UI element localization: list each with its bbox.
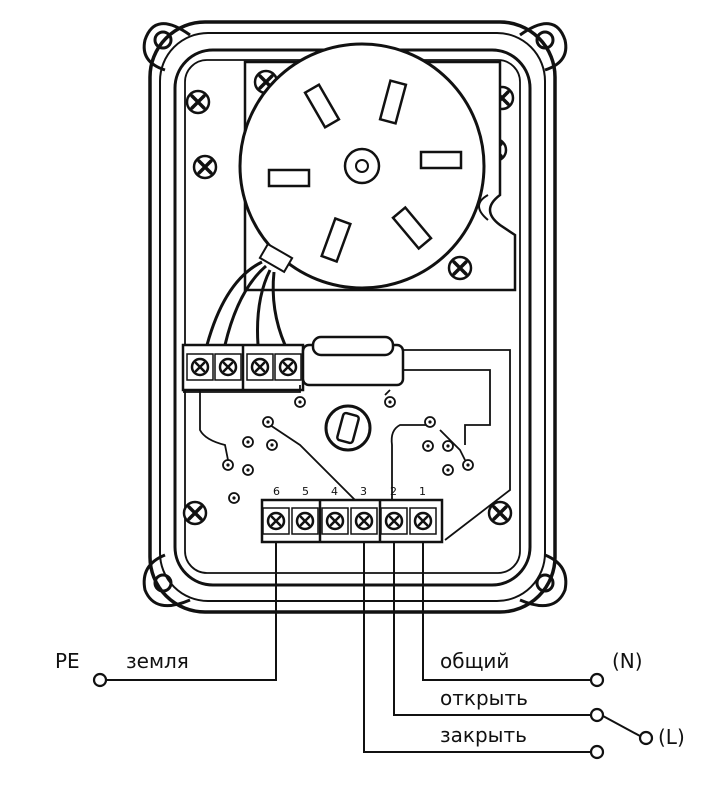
limit-switch-icon xyxy=(324,404,372,452)
screw-icon xyxy=(487,500,513,526)
housing-outer xyxy=(148,20,557,614)
mounting-ear-bottom-left xyxy=(142,553,191,608)
screw-icon xyxy=(185,89,211,115)
terminal-screw-icon xyxy=(273,352,303,382)
terminal-screw-icon xyxy=(290,506,320,536)
label-neutral: (N) xyxy=(612,649,643,673)
wire-common xyxy=(422,542,590,681)
terminal-number-1: 1 xyxy=(419,485,426,498)
solder-pad-icon xyxy=(228,492,240,504)
wire-open xyxy=(393,542,590,716)
mounting-ear-top-right xyxy=(519,22,568,72)
wire-close xyxy=(363,542,590,753)
screw-icon xyxy=(447,255,473,281)
solder-pad-icon xyxy=(222,459,234,471)
open-terminal-icon xyxy=(589,707,605,723)
solder-pad-icon xyxy=(442,464,454,476)
mounting-ear-bottom-right xyxy=(519,553,568,608)
pcb-components xyxy=(222,396,474,504)
label-common: общий xyxy=(440,649,509,673)
solder-pad-icon xyxy=(424,416,436,428)
pe-terminal-icon xyxy=(92,672,108,688)
n-terminal-icon xyxy=(589,672,605,688)
solder-pad-icon xyxy=(462,459,474,471)
terminal-screw-icon xyxy=(408,506,438,536)
l-terminal-icon xyxy=(638,730,654,746)
motor-wires xyxy=(205,260,287,346)
solder-pad-icon xyxy=(262,416,274,428)
solder-pad-icon xyxy=(442,440,454,452)
solder-pad-icon xyxy=(266,439,278,451)
external-wiring xyxy=(107,542,641,753)
terminal-numbers: 6 5 4 3 2 1 xyxy=(273,485,426,498)
terminal-number-4: 4 xyxy=(331,485,338,498)
label-pe: PE xyxy=(55,649,80,673)
terminal-screw-icon xyxy=(261,506,291,536)
screw-icon xyxy=(192,154,218,180)
terminal-screw-icon xyxy=(379,506,409,536)
solder-pad-icon xyxy=(422,440,434,452)
motor-terminal-block xyxy=(181,343,305,392)
close-terminal-icon xyxy=(589,744,605,760)
solder-pad-icon xyxy=(384,396,396,408)
terminal-screw-icon xyxy=(185,352,215,382)
wire-earth xyxy=(107,542,277,681)
terminal-number-3: 3 xyxy=(360,485,367,498)
terminal-screw-icon xyxy=(245,352,275,382)
screw-icon xyxy=(182,500,208,526)
pcb-traces xyxy=(183,349,511,541)
terminal-number-5: 5 xyxy=(302,485,309,498)
housing-mid xyxy=(159,32,546,602)
terminal-screw-icon xyxy=(349,506,379,536)
label-live: (L) xyxy=(658,725,685,749)
terminal-number-6: 6 xyxy=(273,485,280,498)
label-earth: земля xyxy=(126,649,189,673)
solder-pad-icon xyxy=(294,396,306,408)
motor-hub xyxy=(343,147,381,185)
solder-pad-icon xyxy=(242,436,254,448)
label-open: открыть xyxy=(440,686,528,710)
external-terminals xyxy=(92,672,654,760)
solder-pad-icon xyxy=(242,464,254,476)
capacitor xyxy=(301,335,405,387)
terminal-number-2: 2 xyxy=(390,485,397,498)
labels: PE земля общий (N) открыть закрыть (L) xyxy=(55,649,685,749)
motor-assembly xyxy=(238,42,517,292)
main-terminal-block xyxy=(260,498,444,544)
terminal-screw-icon xyxy=(320,506,350,536)
label-close: закрыть xyxy=(440,723,527,747)
terminal-screw-icon xyxy=(213,352,243,382)
switch-contact xyxy=(602,715,641,737)
